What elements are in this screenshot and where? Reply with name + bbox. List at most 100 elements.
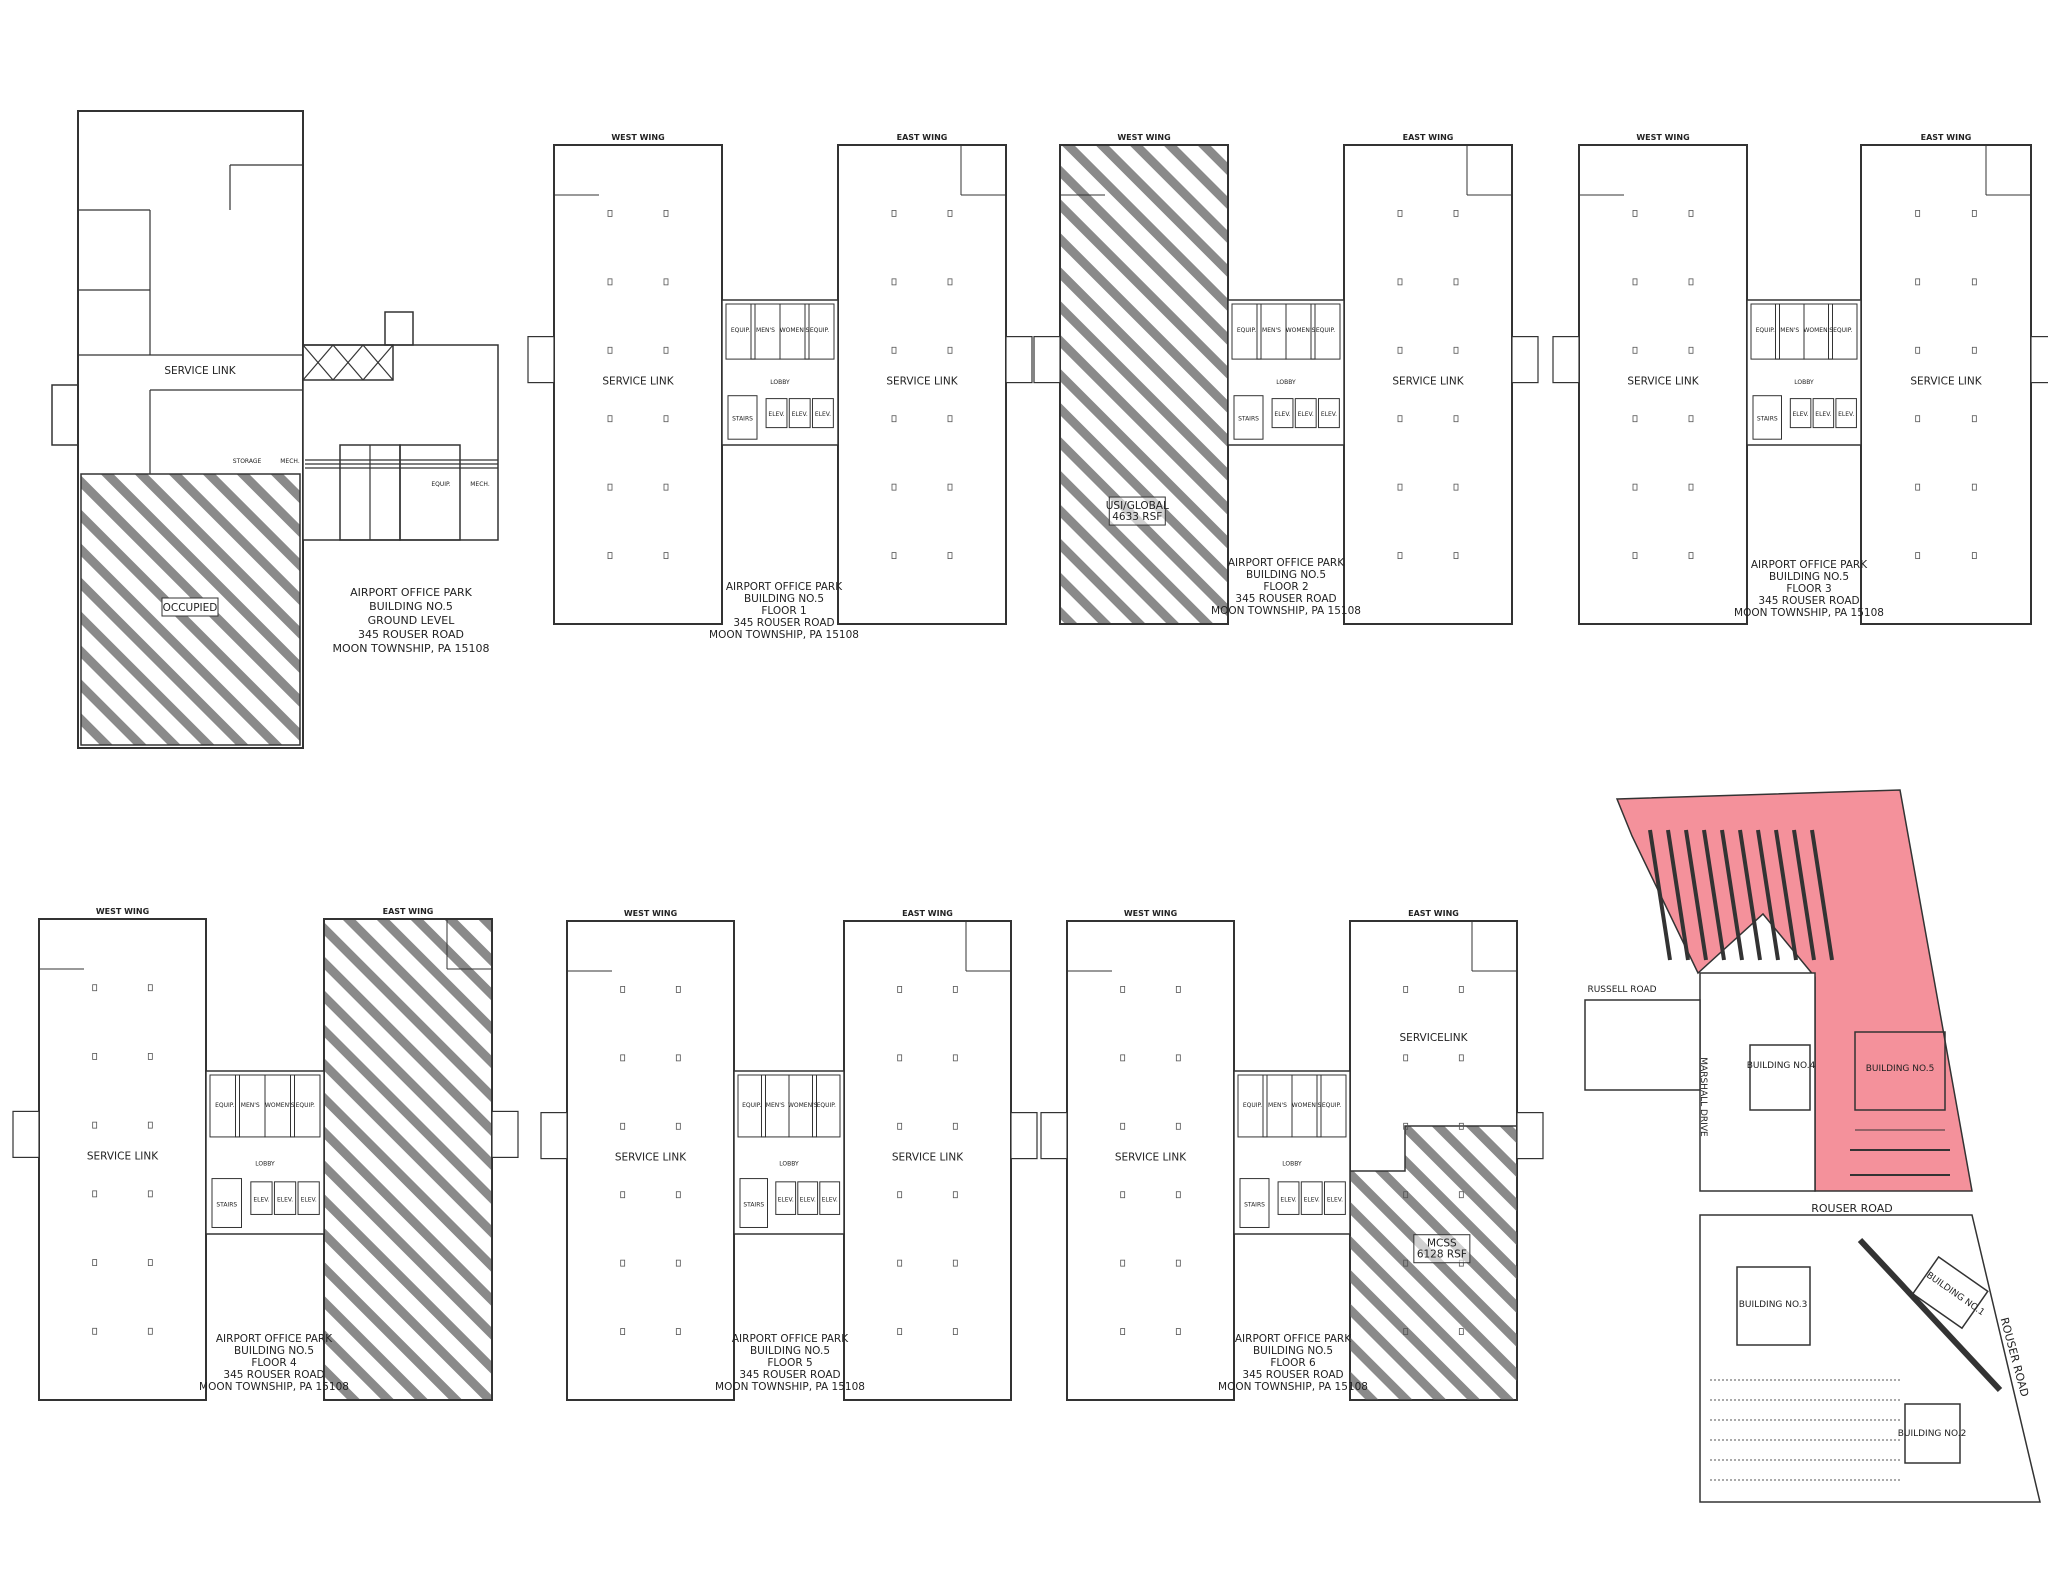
column — [92, 1327, 98, 1335]
title-line: AIRPORT OFFICE PARK — [1235, 1333, 1352, 1345]
parking-row — [1684, 829, 1708, 961]
title-line: FLOOR 1 — [761, 605, 806, 617]
stairs — [1233, 395, 1264, 440]
title-line: BUILDING NO.5 — [369, 600, 453, 613]
column — [1458, 1054, 1464, 1062]
column — [891, 210, 897, 217]
column — [947, 552, 953, 559]
elevator-label: ELEV. — [1327, 1196, 1343, 1203]
elevator — [1317, 398, 1340, 429]
west-wing-outline — [553, 144, 723, 625]
column — [663, 278, 669, 286]
parking-row — [1738, 829, 1762, 961]
site-map-linework — [1584, 789, 2041, 1503]
title-line: 345 ROUSER ROAD — [739, 1369, 840, 1381]
stair — [1040, 1111, 1068, 1160]
room-label: MEN'S — [756, 327, 775, 334]
road-label-russell: RUSSELL ROAD — [1587, 985, 1656, 995]
column — [1971, 346, 1977, 354]
floor-4-plan — [12, 918, 519, 1401]
building-label: BUILDING NO.2 — [1898, 1429, 1967, 1439]
column — [92, 984, 98, 992]
lobby-label: LOBBY — [1794, 379, 1814, 386]
parking-row — [1720, 829, 1744, 961]
service-link-label: SERVICE LINK — [602, 376, 674, 388]
elevator — [765, 398, 788, 429]
room-womens — [1291, 1074, 1322, 1138]
lobby-label: LOBBY — [1276, 379, 1296, 386]
stairs-label: STAIRS — [1757, 415, 1778, 422]
stair — [2030, 336, 2048, 384]
column — [947, 415, 953, 423]
column — [147, 1053, 153, 1060]
column — [897, 1122, 903, 1130]
floor-3-plan — [1552, 144, 2048, 625]
wall — [362, 344, 394, 381]
column — [952, 986, 958, 993]
east-wing-label: EAST WING — [1921, 133, 1972, 142]
elevator — [1277, 1181, 1300, 1215]
column — [947, 210, 953, 217]
column — [147, 1121, 153, 1129]
east-wing-label: EAST WING — [1403, 133, 1454, 142]
column — [92, 1190, 98, 1198]
title-line: MOON TOWNSHIP, PA 15108 — [1734, 607, 1884, 619]
room-label: MEN'S — [241, 1102, 260, 1109]
column — [1403, 1328, 1409, 1335]
title-line: MOON TOWNSHIP, PA 15108 — [199, 1381, 349, 1393]
room-womens — [264, 1074, 295, 1138]
room-label: SERVICE LINK — [164, 365, 236, 377]
west-wing-label: WEST WING — [1636, 133, 1689, 142]
column — [1971, 278, 1977, 286]
column — [952, 1328, 958, 1335]
parking-row — [1756, 829, 1780, 961]
column — [897, 1191, 903, 1199]
west-wing-outline — [566, 920, 735, 1401]
elevator-label: ELEV. — [778, 1196, 794, 1203]
ground-level-plan: SERVICE LINK STORAGE MECH. EQUIP. MECH. … — [161, 365, 490, 655]
elevator-label: ELEV. — [768, 411, 784, 418]
column — [897, 1328, 903, 1335]
column — [1403, 1259, 1409, 1267]
title-line: AIRPORT OFFICE PARK — [732, 1333, 849, 1345]
column — [1403, 986, 1409, 993]
room-label: WOMEN'S — [1292, 1102, 1322, 1109]
column — [147, 984, 153, 992]
stair — [1552, 336, 1580, 384]
room-label: EQUIP. — [431, 481, 450, 488]
column — [663, 346, 669, 354]
column — [1120, 1054, 1126, 1062]
room-label: WOMEN'S — [265, 1102, 295, 1109]
room-equip — [1316, 1074, 1347, 1138]
column — [675, 1259, 681, 1267]
elevator-label: ELEV. — [1298, 411, 1314, 418]
lobby-label: LOBBY — [255, 1161, 275, 1168]
column — [675, 986, 681, 993]
column — [1971, 415, 1977, 423]
elevator-label: ELEV. — [277, 1196, 293, 1203]
elevator — [1812, 398, 1835, 429]
column — [1458, 986, 1464, 993]
column — [1403, 1122, 1409, 1130]
elevator-label: ELEV. — [1815, 411, 1831, 418]
floor-5-plan — [540, 920, 1038, 1401]
room-equip — [1231, 303, 1262, 360]
room-label: EQUIP. — [1316, 327, 1335, 334]
column — [891, 483, 897, 491]
elevator-label: ELEV. — [1792, 411, 1808, 418]
stair — [1516, 1111, 1544, 1160]
east-wing-outline — [1343, 144, 1513, 625]
title-line: 345 ROUSER ROAD — [358, 628, 464, 641]
room-label: EQUIP. — [215, 1102, 234, 1109]
column — [1458, 1191, 1464, 1199]
stair — [51, 384, 79, 446]
tenant-name: MCSS — [1427, 1238, 1457, 1250]
equip-room — [399, 444, 461, 541]
building-label: BUILDING NO.5 — [1866, 1064, 1935, 1074]
parcel — [1699, 1214, 2041, 1503]
column — [1403, 1191, 1409, 1199]
room-equip — [1750, 303, 1780, 360]
column — [1915, 278, 1921, 286]
service-link-label: SERVICE LINK — [892, 1152, 964, 1164]
